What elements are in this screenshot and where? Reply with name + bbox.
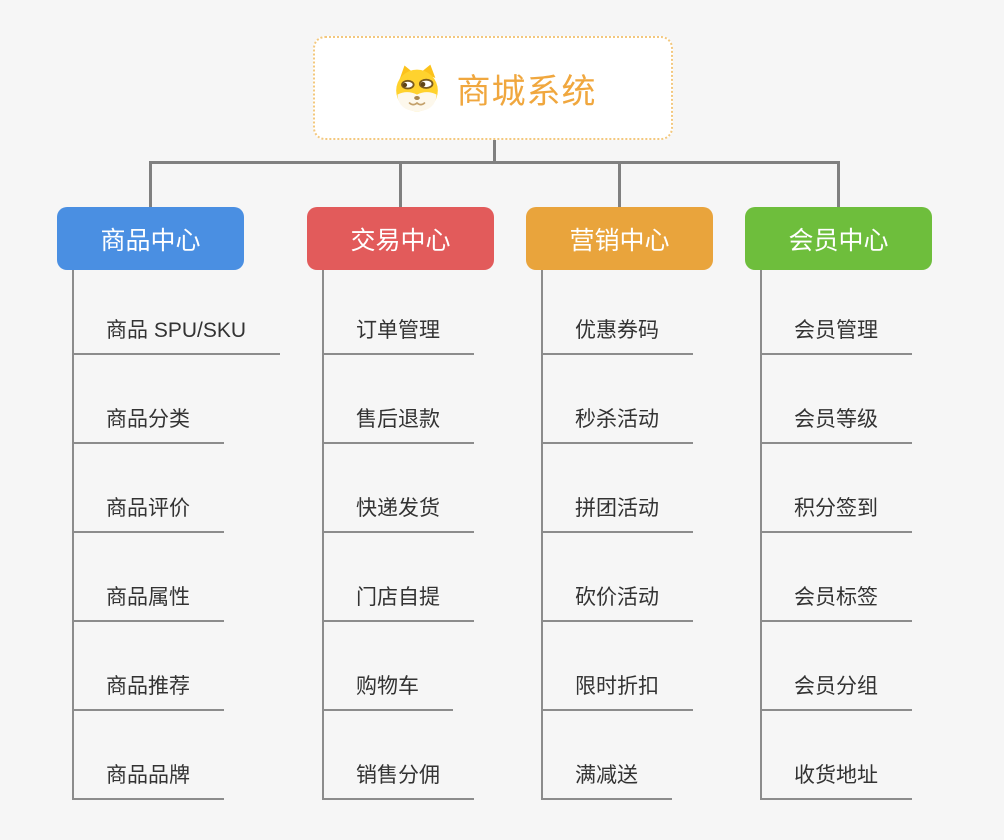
leaf-node[interactable]: 拼团活动: [541, 495, 693, 533]
leaf-node[interactable]: 商品 SPU/SKU: [72, 317, 281, 355]
branch-spine: [72, 270, 74, 800]
leaf-node[interactable]: 砍价活动: [541, 584, 693, 622]
leaf-node[interactable]: 门店自提: [322, 584, 474, 622]
leaf-node[interactable]: 商品推荐: [72, 673, 224, 711]
leaf-node[interactable]: 会员管理: [760, 317, 912, 355]
root-node[interactable]: 商城系统: [313, 36, 673, 140]
branch-spine: [760, 270, 762, 800]
branch-label: 会员中心: [788, 226, 889, 255]
connector-drop-marketing-center: [618, 161, 621, 209]
leaf-node[interactable]: 销售分佣: [322, 762, 474, 800]
leaf-node[interactable]: 满减送: [541, 762, 672, 800]
leaf-node[interactable]: 快递发货: [322, 495, 474, 533]
branch-node-member-center[interactable]: 会员中心: [745, 207, 932, 270]
leaf-node[interactable]: 订单管理: [322, 317, 474, 355]
leaf-node[interactable]: 购物车: [322, 673, 453, 711]
leaf-node[interactable]: 秒杀活动: [541, 406, 693, 444]
leaf-node[interactable]: 商品品牌: [72, 762, 224, 800]
connector-drop-trade-center: [399, 161, 402, 209]
branch-node-product-center[interactable]: 商品中心: [57, 207, 244, 270]
root-title: 商城系统: [456, 72, 597, 111]
connector-drop-product-center: [149, 161, 152, 209]
leaf-node[interactable]: 商品分类: [72, 406, 224, 444]
doge-icon: [390, 63, 444, 113]
branch-label: 交易中心: [350, 226, 451, 255]
leaf-node[interactable]: 收货地址: [760, 762, 912, 800]
branch-label: 营销中心: [569, 226, 670, 255]
leaf-node[interactable]: 会员分组: [760, 673, 912, 711]
branch-node-trade-center[interactable]: 交易中心: [307, 207, 494, 270]
leaf-node[interactable]: 售后退款: [322, 406, 474, 444]
branch-spine: [541, 270, 543, 800]
branch-spine: [322, 270, 324, 800]
connector-drop-member-center: [837, 161, 840, 209]
leaf-node[interactable]: 商品属性: [72, 584, 224, 622]
leaf-node[interactable]: 限时折扣: [541, 673, 693, 711]
connector-bus: [149, 161, 840, 164]
leaf-node[interactable]: 优惠券码: [541, 317, 693, 355]
leaf-node[interactable]: 会员标签: [760, 584, 912, 622]
leaf-node[interactable]: 会员等级: [760, 406, 912, 444]
leaf-node[interactable]: 商品评价: [72, 495, 224, 533]
branch-node-marketing-center[interactable]: 营销中心: [526, 207, 713, 270]
connector-root-drop: [493, 139, 496, 164]
leaf-node[interactable]: 积分签到: [760, 495, 912, 533]
branch-label: 商品中心: [100, 226, 201, 255]
